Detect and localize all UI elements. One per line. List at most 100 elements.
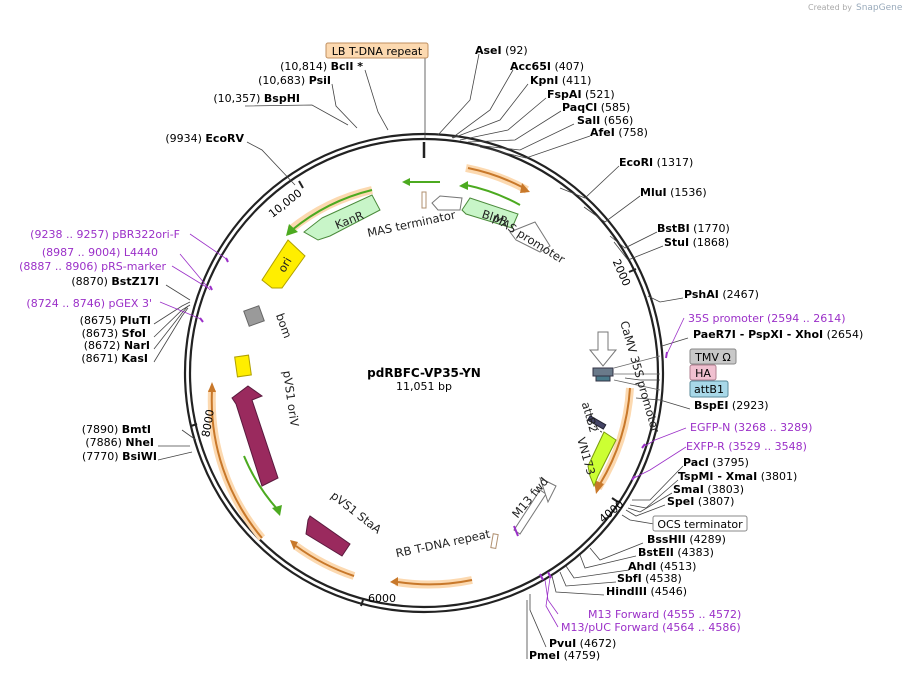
site-label-nhei: (7886) NheI: [85, 436, 154, 449]
site-label-nari: (8672) NarI: [84, 339, 150, 352]
mas-promoter-shape: [431, 195, 463, 211]
staa-orf-arrow: [295, 545, 355, 577]
site-label-paci: PacI (3795): [683, 456, 749, 469]
leader-lines: [153, 53, 691, 659]
site-label-afei: AfeI (758): [590, 126, 648, 139]
site-label-stui: StuI (1868): [664, 236, 729, 249]
left-green-arrowhead: [272, 505, 282, 516]
left-orf-arrowhead: [208, 382, 216, 392]
ha-box: [689, 364, 717, 381]
site-label-bcli: (10,814) BclI *: [280, 60, 363, 73]
blpr-orf-arrow: [467, 167, 523, 188]
ori-feature: [261, 239, 306, 289]
site-label-pluti: (8675) PluTI: [80, 314, 151, 327]
site-label-ecorv: (9934) EcoRV: [165, 132, 244, 145]
rb-marker: [490, 533, 499, 549]
site-label-acc65i: Acc65I (407): [510, 60, 584, 73]
top-green-arrowhead: [402, 178, 410, 186]
site-label-bmti: (7890) BmtI: [82, 423, 151, 436]
blpr-green-arrow: [465, 184, 521, 206]
site-label-kpni: KpnI (411): [530, 74, 591, 87]
site-label-bstz17i: (8870) BstZ17I: [71, 275, 159, 288]
primer-label-pgex-3: (8724 .. 8746) pGEX 3': [26, 297, 152, 310]
tmv-feature: [592, 367, 614, 377]
primer-labels: 35S promoter (2594 .. 2614)EGFP-N (3268 …: [19, 228, 845, 634]
attb1-box: [689, 380, 729, 398]
site-label-pmei: PmeI (4759): [529, 649, 600, 662]
pvs1-staa-feature: [305, 515, 351, 557]
camv-35s-promoter-shape: [588, 331, 618, 367]
pvs1-staa-label: pVS1 StaA: [328, 488, 384, 536]
attb1-label: attB1: [694, 383, 724, 396]
site-label-smai: SmaI (3803): [673, 483, 744, 496]
lb-box: [325, 42, 429, 59]
lb-label: LB T-DNA repeat: [332, 45, 423, 58]
site-label-fspai: FspAI (521): [547, 88, 615, 101]
watermark-brand: SnapGene: [856, 3, 903, 13]
blpr-orf-arrowhead: [520, 183, 530, 193]
rb-label: RB T-DNA repeat: [394, 527, 491, 561]
site-label-asei: AseI (92): [475, 44, 528, 57]
right-orf-arrowhead: [594, 480, 604, 494]
blpr-green-arrowhead: [459, 181, 468, 190]
left-orf-arrow: [210, 389, 263, 539]
site-label-pvui: PvuI (4672): [549, 637, 616, 650]
primer-ticks: [199, 257, 668, 581]
primer-label-l4440: (8987 .. 9004) L4440: [42, 246, 158, 259]
site-label-bsteii: BstEII (4383): [638, 546, 714, 559]
mas-terminator-label: MAS terminator: [366, 208, 457, 240]
m13-fwd-arrowhead: [539, 477, 557, 504]
site-label-sfoi: (8673) SfoI: [82, 327, 146, 340]
kanr-green-arrow: [291, 189, 373, 231]
ocs-box: [652, 515, 748, 532]
ocs-label: OCS terminator: [657, 518, 743, 531]
primer-label-m13-puc-forward: M13/pUC Forward (4564 .. 4586): [561, 621, 741, 634]
primer-label-prs-marker: (8887 .. 8906) pRS-marker: [19, 260, 166, 273]
ha-feature: [595, 375, 611, 382]
vn173-feature: [587, 431, 617, 488]
site-label-hindiii: HindIII (4546): [606, 585, 687, 598]
ha-label: HA: [695, 367, 711, 380]
mas-promoter-shape-2: [509, 221, 551, 253]
site-label-paer7i: PaeR7I - PspXI - XhoI (2654): [693, 328, 863, 341]
site-label-kasi: (8671) KasI: [81, 352, 148, 365]
pvs1-repa-label: pVS1 RepA: [274, 405, 307, 470]
site-label-paqci: PaqCI (585): [562, 101, 630, 114]
restriction-site-labels: AseI (92) Acc65I (407)KpnI (411)FspAI (52…: [71, 44, 863, 662]
kanr-green-arrowhead: [286, 224, 298, 236]
mas-terminator-marker: [421, 191, 427, 209]
bottom-orf-arrowhead: [390, 577, 398, 586]
backbone-outer-ring: [183, 132, 665, 614]
watermark-prefix: Created by: [808, 3, 852, 12]
primer-label-egfp-n: EGFP-N (3268 .. 3289): [690, 421, 812, 434]
ori-label: ori: [275, 255, 295, 275]
attb1-leader: [613, 379, 661, 391]
tick-label-6000: 6000: [368, 592, 396, 605]
site-label-spei: SpeI (3807): [667, 495, 734, 508]
blpr-feature: [461, 197, 519, 229]
primer-label-m13-forward: M13 Forward (4555 .. 4572): [588, 608, 741, 621]
site-label-bspei: BspEI (2923): [694, 399, 769, 412]
staa-orf-arrowhead: [290, 540, 298, 550]
bom-label: bom: [273, 311, 295, 340]
plasmid-size: 11,051 bp: [396, 380, 452, 393]
site-label-psii: (10,683) PsiI: [258, 74, 331, 87]
plasmid-name: pdRBFC-VP35-YN: [367, 366, 481, 380]
site-label-sbfi: SbfI (4538): [617, 572, 682, 585]
site-label-ecori: EcoRI (1317): [619, 156, 693, 169]
bom-feature: [243, 305, 265, 327]
site-label-sali: SalI (656): [577, 114, 633, 127]
tmv-leader: [613, 355, 661, 369]
site-label-tspmi: TspMI - XmaI (3801): [678, 470, 797, 483]
backbone-inner-ring: [188, 137, 660, 609]
bottom-orf-arrow: [397, 579, 473, 586]
right-orf-arrow: [599, 387, 631, 485]
site-label-bstbi: BstBI (1770): [657, 222, 730, 235]
tmv-label: TMV Ω: [694, 351, 731, 364]
kanr-feature: [303, 194, 381, 241]
site-label-bsshii: BssHII (4289): [647, 533, 726, 546]
pvs1-oriv-feature: [234, 354, 252, 378]
site-label-bsiwi: (7770) BsiWI: [82, 450, 157, 463]
